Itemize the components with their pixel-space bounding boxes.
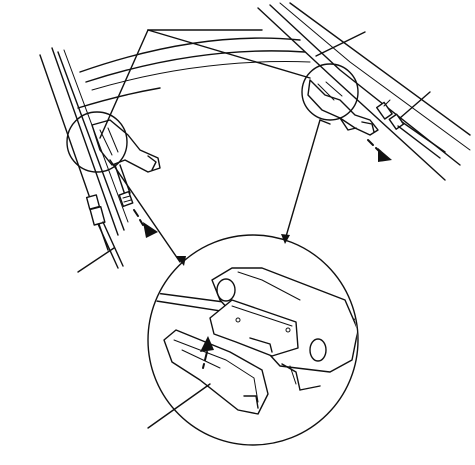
arrow-left-connector-pull xyxy=(133,209,158,238)
magnified-detail xyxy=(147,234,359,446)
arrow-right-connector-pull xyxy=(367,139,392,162)
right-connector xyxy=(376,99,446,159)
bracket-hole-left xyxy=(216,278,236,302)
left-connector xyxy=(85,194,124,269)
magnify-projection-lines xyxy=(109,119,331,266)
upper-frame-rails xyxy=(39,2,471,251)
right-pivot-assembly xyxy=(307,79,379,136)
left-pivot-assembly xyxy=(91,119,161,208)
callout-leaders-top xyxy=(77,29,431,273)
right-detail-circle xyxy=(301,63,359,121)
magnified-detail-circle xyxy=(147,234,359,446)
left-detail-circle xyxy=(66,111,128,173)
bracket-hole-right xyxy=(309,338,327,362)
arrow-clip-lift xyxy=(200,336,214,352)
